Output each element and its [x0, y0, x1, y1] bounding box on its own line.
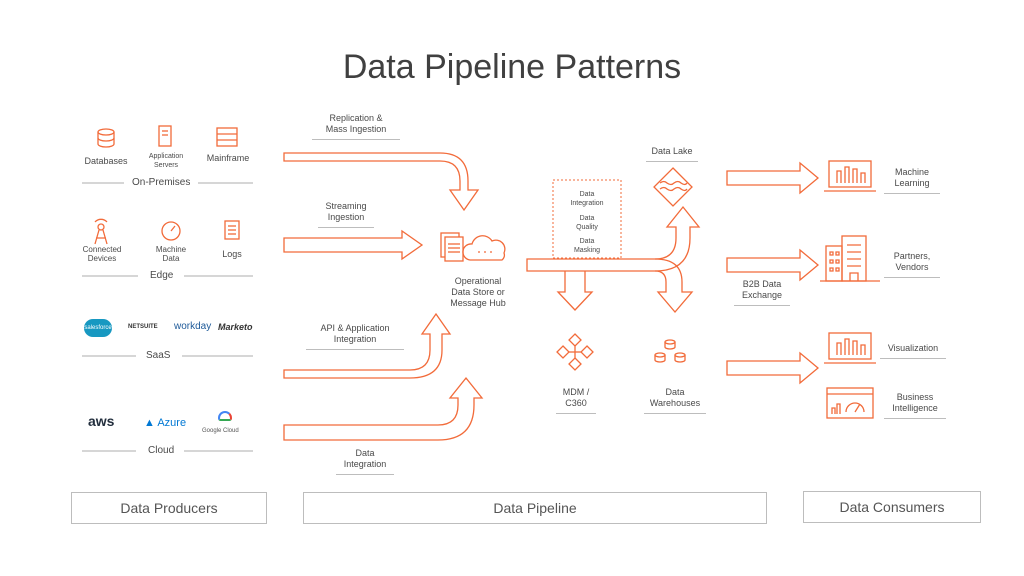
server-icon	[158, 125, 172, 147]
label-databases: Databases	[84, 156, 128, 166]
streaming-arrow	[283, 229, 424, 261]
ml-icon	[824, 160, 876, 192]
label-mdm: MDM / C360	[556, 387, 596, 414]
azure-text: Azure	[157, 417, 187, 429]
google-cloud-icon	[218, 411, 232, 421]
label-streaming: Streaming Ingestion	[318, 201, 374, 228]
label-connected-devices: Connected Devices	[82, 245, 122, 263]
label-di-masking: Data Masking	[573, 238, 601, 254]
label-data-lake: Data Lake	[646, 146, 698, 162]
azure-mark-icon: ▲	[144, 417, 155, 429]
api-arrow	[283, 312, 452, 379]
pipeline-band	[526, 205, 701, 272]
label-mainframe: Mainframe	[206, 153, 250, 163]
label-b2b: B2B Data Exchange	[734, 279, 790, 306]
building-icon	[820, 235, 880, 282]
warehouse-icon	[654, 339, 686, 363]
data-lake-icon	[653, 167, 693, 207]
page-title: Data Pipeline Patterns	[342, 48, 682, 86]
label-ods: Operational Data Store or Message Hub	[450, 276, 506, 308]
logs-icon	[224, 220, 240, 240]
footer-data-pipeline: Data Pipeline	[303, 492, 767, 524]
label-api-integration: API & Application Integration	[306, 323, 404, 350]
group-cloud: Cloud	[144, 445, 179, 456]
group-edge: Edge	[146, 270, 178, 281]
google-cloud-logo: Google Cloud	[202, 428, 239, 434]
salesforce-logo: salesforce	[84, 319, 112, 337]
ods-icon	[440, 232, 506, 262]
data-integration-arrow	[283, 376, 484, 441]
label-visualization: Visualization	[880, 343, 946, 359]
label-di-quality: Data Quality	[576, 215, 598, 231]
label-warehouses: Data Warehouses	[644, 387, 706, 414]
label-replication: Replication & Mass Ingestion	[312, 113, 400, 140]
database-icon	[97, 128, 115, 148]
footer-data-producers: Data Producers	[71, 492, 267, 524]
viz-arrow	[726, 351, 820, 385]
azure-logo: ▲ Azure	[144, 417, 186, 429]
group-on-premises: On-Premises	[128, 177, 195, 188]
label-di-integration: Data Integration	[570, 191, 604, 207]
mdm-icon	[556, 333, 594, 371]
label-bi: Business Intelligence	[884, 392, 946, 419]
partners-arrow	[726, 248, 820, 282]
dashboard-icon	[826, 387, 874, 419]
netsuite-logo: NETSUITE	[128, 324, 158, 330]
marketo-logo: Marketo	[218, 322, 253, 332]
di-box	[552, 179, 622, 259]
label-partners: Partners, Vendors	[884, 251, 940, 278]
label-data-integration: Data Integration	[336, 448, 394, 475]
machine-data-icon	[161, 221, 181, 241]
antenna-icon	[94, 218, 108, 245]
group-saas: SaaS	[142, 350, 175, 361]
aws-logo: aws	[88, 413, 115, 429]
workday-logo: workday	[174, 321, 212, 332]
mdm-arrow	[556, 271, 594, 311]
label-ml: Machine Learning	[884, 167, 940, 194]
visualization-icon	[824, 332, 876, 364]
label-application-servers: Application Servers	[148, 153, 184, 169]
mainframe-icon	[216, 127, 238, 147]
ml-arrow	[726, 161, 820, 195]
warehouse-arrow	[654, 258, 694, 314]
footer-data-consumers: Data Consumers	[803, 491, 981, 523]
label-logs: Logs	[222, 249, 242, 259]
replication-arrow	[283, 152, 480, 212]
label-machine-data: Machine Data	[155, 245, 187, 263]
